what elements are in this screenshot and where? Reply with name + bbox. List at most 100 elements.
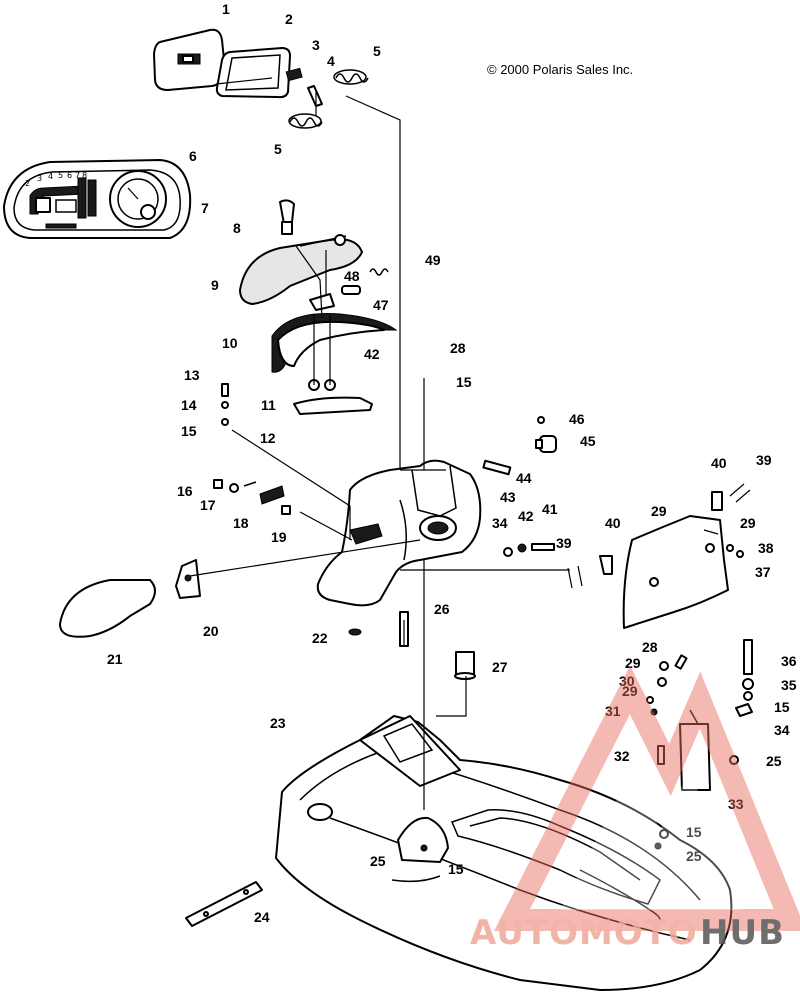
part-29-washer-a [659,661,669,671]
part-46-nut [537,416,545,424]
callout-15-center: 15 [456,374,472,390]
part-29-washer-b [646,696,654,704]
callout-33: 33 [728,796,744,812]
callout-48: 48 [344,268,360,284]
callout-44: 44 [516,470,532,486]
callout-28-right: 28 [642,639,658,655]
part-35-nut [742,678,754,690]
callout-30: 30 [619,673,635,689]
callout-3: 3 [312,37,320,53]
part-48-bracket [309,293,335,311]
part-34-clip [735,703,753,717]
part-6-instrument-cluster: 2 3 4 5 6 7 8 [3,159,192,239]
callout-47: 47 [373,297,389,313]
callout-9: 9 [211,277,219,293]
callout-46: 46 [569,411,585,427]
callout-1: 1 [222,1,230,17]
part-33-bracket [679,709,711,791]
watermark-text-auto: AUTOMOTO [470,913,698,953]
part-14-washer [221,401,229,409]
callout-42-right: 42 [518,508,534,524]
callout-12: 12 [260,430,276,446]
callout-20: 20 [203,623,219,639]
callout-41: 41 [542,501,558,517]
callout-38: 38 [758,540,774,556]
callout-15-left: 15 [181,423,197,439]
part-39-bolts-right [729,483,751,503]
part-36-bolt [743,639,753,675]
part-20-mirror-mount [175,559,201,599]
callout-31: 31 [605,703,621,719]
callout-15-bottom: 15 [448,861,464,877]
watermark-text-hub: HUB [700,913,785,953]
callout-25-bottom: 25 [370,853,386,869]
part-23-steering-pod [359,715,461,787]
callout-17: 17 [200,497,216,513]
callout-23: 23 [270,715,286,731]
svg-text:4: 4 [48,172,53,181]
svg-text:7: 7 [75,171,80,180]
callout-40-right: 40 [711,455,727,471]
callout-45: 45 [580,433,596,449]
callout-36: 36 [781,653,797,669]
part-40-bracket-right [711,491,723,511]
callout-27: 27 [492,659,508,675]
svg-text:8: 8 [82,171,87,180]
callout-8: 8 [233,220,241,236]
part-16-bolt [213,479,223,489]
cluster-scale-numbers: 2 3 4 5 6 7 8 [25,171,87,188]
part-5-spring-lower [288,113,323,129]
part-43-console-housing [316,459,482,607]
callout-34-right: 34 [774,722,790,738]
part-8-knob [279,199,295,235]
callout-22: 22 [312,630,328,646]
part-40-bracket-left [599,555,613,575]
callout-4: 4 [327,53,335,69]
part-12-plate [293,396,373,415]
callout-18: 18 [233,515,249,531]
leader-lines [189,77,719,810]
callout-32: 32 [614,748,630,764]
callout-24: 24 [254,909,270,925]
part-2-lens [215,47,291,99]
svg-text:3: 3 [37,174,42,183]
part-21-mirror [59,579,156,638]
callout-5-upper: 5 [373,43,381,59]
callout-14: 14 [181,397,197,413]
callout-2: 2 [285,11,293,27]
part-47-pin [341,285,361,295]
part-1-bezel [153,28,226,91]
callout-21: 21 [107,651,123,667]
callout-39-left: 39 [556,535,572,551]
callout-35: 35 [781,677,797,693]
callout-42-upper: 42 [364,346,380,362]
part-25-nut-lower [654,842,662,850]
watermark-logo: AUTOMOTO HUB [470,665,800,953]
part-10-trim-panel [271,312,398,373]
callout-37: 37 [755,564,771,580]
svg-text:5: 5 [58,171,63,180]
callout-49: 49 [425,252,441,268]
callout-13: 13 [184,367,200,383]
callout-15-lower-right: 15 [686,824,702,840]
callout-39-right: 39 [756,452,772,468]
part-11-nuts [308,315,336,391]
part-15-washer-lower [659,829,669,839]
callout-15-right: 15 [774,699,790,715]
callout-10: 10 [222,335,238,351]
part-45-grommet [535,435,557,453]
part-42-nut [517,543,527,553]
part-17-washer [229,483,239,493]
part-37-side-panel [622,515,729,629]
callout-5-lower: 5 [274,141,282,157]
callout-25-right: 25 [766,753,782,769]
callout-29-b: 29 [622,683,638,699]
callout-34-center: 34 [492,515,508,531]
part-41-bolt [531,543,555,551]
part-3-clip [285,67,303,82]
callout-16: 16 [177,483,193,499]
part-24-bar [185,881,263,927]
part-49-spring [369,268,389,276]
part-4-pin [307,85,323,107]
part-27-cup [454,651,476,680]
